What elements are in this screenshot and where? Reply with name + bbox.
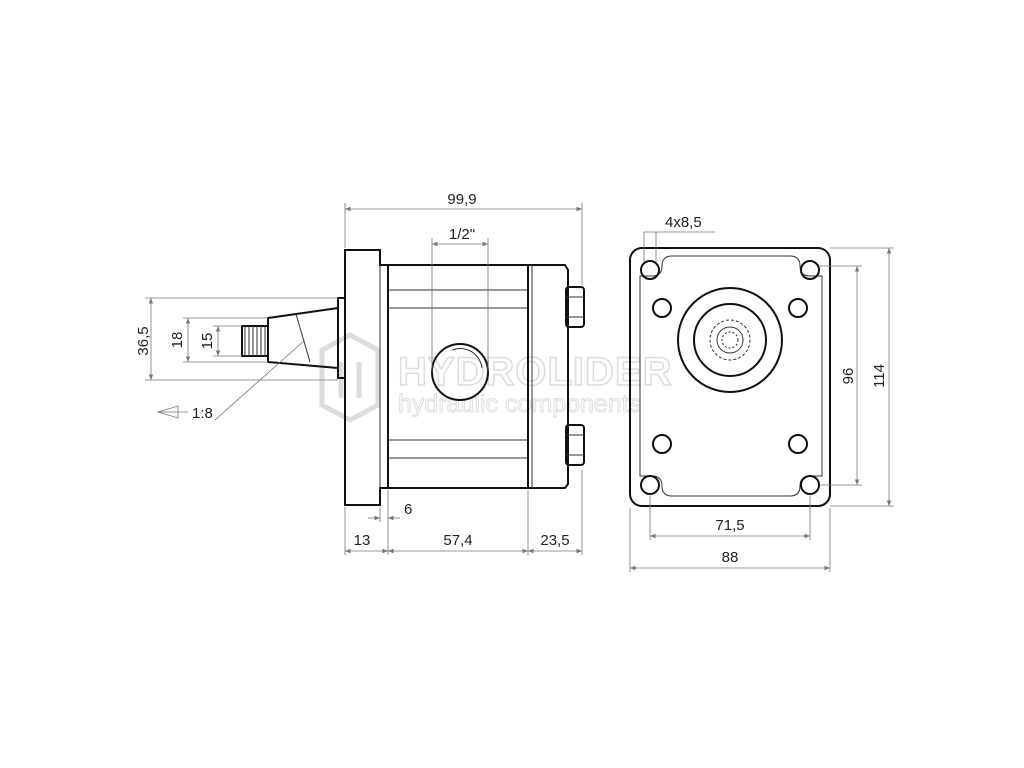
- mounting-hole-br: [800, 475, 820, 495]
- dim-holes: 4x8,5: [643, 214, 715, 262]
- nut-bottom: [565, 424, 585, 466]
- side-view: 99,9 1/2" 36,5 18 15: [135, 191, 585, 555]
- mounting-hole-tr: [800, 260, 820, 280]
- watermark-brand: HYDROLIDER: [398, 350, 672, 394]
- label-height-18: 18: [169, 332, 186, 349]
- dim-overall-length: 99,9: [344, 191, 583, 285]
- dim-height-holes: 96: [820, 265, 862, 486]
- dim-port-size: 1/2": [431, 226, 489, 372]
- label-height-total: 114: [871, 364, 888, 388]
- label-len-body: 57,4: [443, 532, 472, 549]
- stud-hole-tl: [652, 298, 672, 318]
- dim-bottom-lengths: 13 6 57,4 23,5: [344, 470, 583, 555]
- stud-hole-tr: [788, 298, 808, 318]
- label-width-holes: 71,5: [715, 517, 744, 534]
- nut-top: [565, 286, 585, 328]
- watermark-tagline: hydraulic components: [398, 390, 641, 418]
- label-len-6: 6: [404, 501, 412, 518]
- label-overall-length: 99,9: [447, 191, 476, 208]
- label-len-cover: 23,5: [540, 532, 569, 549]
- dim-width-total: 88: [629, 508, 831, 572]
- label-taper: 1:8: [192, 405, 213, 422]
- front-view: 4x8,5 71,5 88 96 114: [629, 214, 894, 572]
- mounting-hole-tl: [640, 260, 660, 280]
- dim-width-holes: 71,5: [649, 494, 811, 540]
- stud-hole-bl: [652, 434, 672, 454]
- shaft-end: [716, 326, 744, 354]
- label-holes: 4x8,5: [665, 214, 702, 231]
- dim-height-total: 114: [830, 247, 894, 507]
- dim-heights: 36,5 18 15: [135, 297, 338, 381]
- flange-outline: [344, 249, 389, 506]
- label-height-holes: 96: [840, 368, 857, 385]
- flange-plate: [629, 247, 831, 507]
- mounting-hole-bl: [640, 475, 660, 495]
- label-len-flange: 13: [354, 532, 371, 549]
- label-width-total: 88: [722, 549, 739, 566]
- taper-callout: 1:8: [156, 339, 306, 422]
- label-height-outer: 36,5: [135, 326, 152, 355]
- label-height-15: 15: [199, 333, 216, 350]
- rear-cover: [527, 264, 569, 489]
- label-port-size: 1/2": [449, 226, 475, 243]
- stud-hole-br: [788, 434, 808, 454]
- brand-logo-icon: [319, 332, 381, 423]
- center-boss: [677, 287, 783, 393]
- watermark: HYDROLIDER hydraulic components: [319, 332, 672, 423]
- threaded-end: [241, 325, 269, 357]
